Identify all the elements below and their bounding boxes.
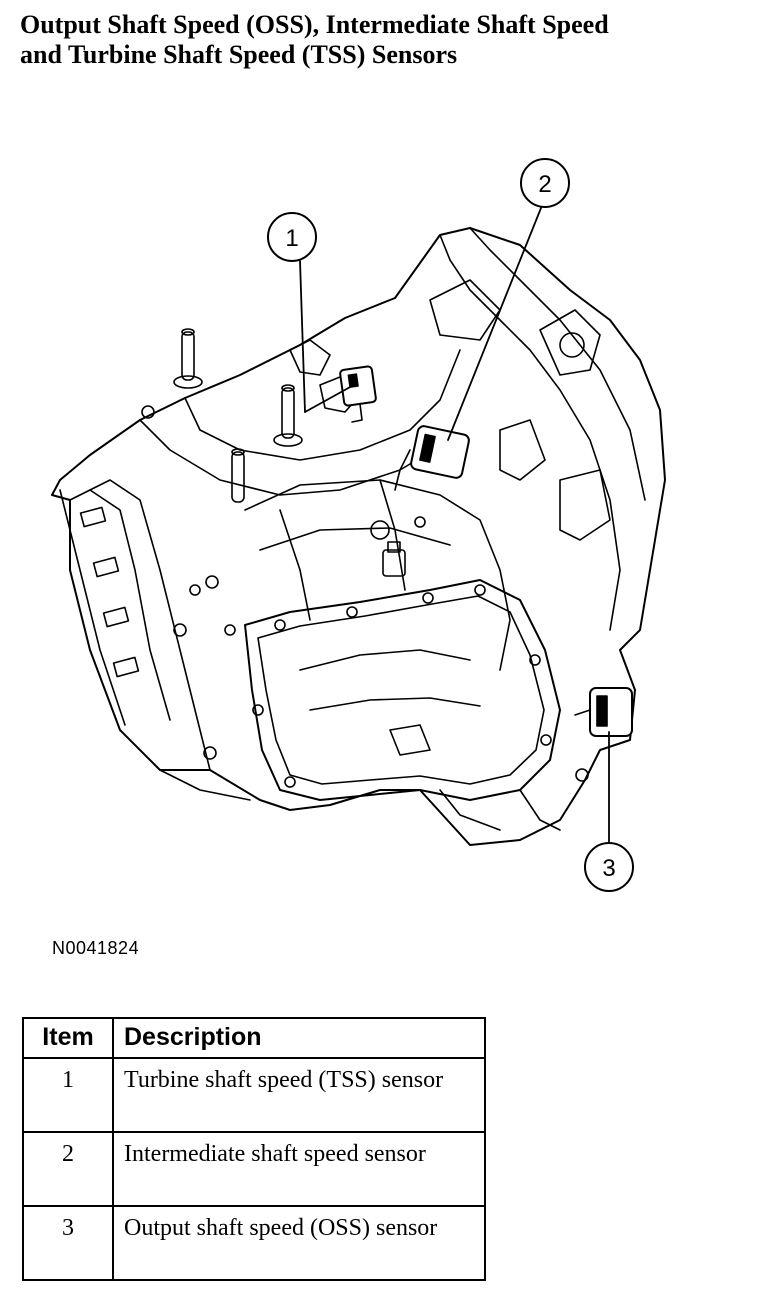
page-title-line-2: and Turbine Shaft Speed (TSS) Sensors (20, 40, 458, 69)
callout-1-label: 1 (285, 225, 298, 252)
table-header-row: Item Description (22, 1017, 486, 1059)
item-description: Intermediate shaft speed sensor (112, 1131, 486, 1207)
transmission-housing-drawing (51, 227, 666, 846)
turbine-shaft-speed-sensor-shape (339, 365, 377, 423)
column-header-item: Item (22, 1017, 114, 1059)
item-description: Turbine shaft speed (TSS) sensor (112, 1057, 486, 1133)
table-row: 1 Turbine shaft speed (TSS) sensor (22, 1057, 486, 1133)
item-number: 1 (22, 1057, 114, 1133)
table-row: 3 Output shaft speed (OSS) sensor (22, 1205, 486, 1281)
callout-1: 1 (267, 212, 317, 413)
figure-reference-code: N0041824 (52, 938, 140, 958)
column-header-description: Description (112, 1017, 486, 1059)
intermediate-shaft-speed-sensor-shape (394, 425, 470, 491)
callout-3-label: 3 (602, 855, 615, 882)
item-description-table: Item Description 1 Turbine shaft speed (… (22, 1017, 486, 1281)
item-number: 2 (22, 1131, 114, 1207)
item-number: 3 (22, 1205, 114, 1281)
callout-2: 2 (520, 158, 570, 208)
callout-2-label: 2 (538, 171, 551, 198)
table-row: 2 Intermediate shaft speed sensor (22, 1131, 486, 1207)
output-shaft-speed-sensor-shape (574, 687, 633, 737)
callout-leader-line-1 (304, 385, 353, 413)
callout-3: 3 (584, 842, 634, 892)
page-title: Output Shaft Speed (OSS), Intermediate S… (20, 10, 750, 70)
page-title-line-1: Output Shaft Speed (OSS), Intermediate S… (20, 10, 609, 39)
transmission-diagram: 1 2 3 (51, 158, 666, 892)
callout-leader-line-2 (447, 207, 542, 441)
item-description: Output shaft speed (OSS) sensor (112, 1205, 486, 1281)
